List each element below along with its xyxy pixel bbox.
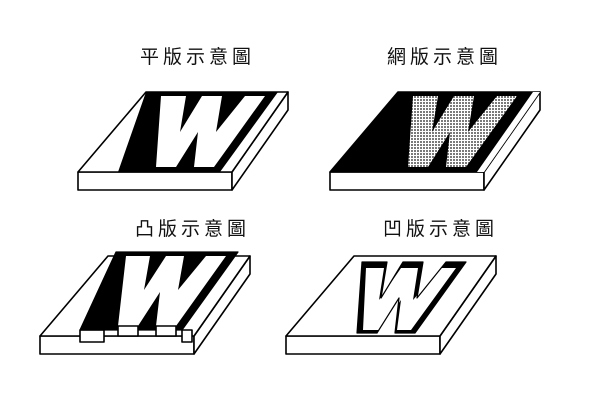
relief-wall xyxy=(79,329,105,343)
plate-planographic xyxy=(77,91,289,191)
letter-w-floor xyxy=(363,268,456,330)
letter-w xyxy=(156,96,265,167)
plate-margin xyxy=(477,92,540,172)
relief-wall xyxy=(181,329,193,343)
caption-screen: 網版示意圖 xyxy=(387,46,503,68)
caption-relief: 凸版示意圖 xyxy=(135,218,251,240)
plate-relief xyxy=(39,251,251,355)
plate-front-face xyxy=(329,171,485,191)
relief-stem xyxy=(117,325,139,337)
letter-w xyxy=(118,256,226,326)
plate-front-face xyxy=(77,171,233,191)
caption-intaglio: 凹版示意圖 xyxy=(383,218,499,240)
plate-intaglio xyxy=(285,255,497,355)
relief-stem xyxy=(155,325,177,337)
caption-planographic: 平版示意圖 xyxy=(140,46,256,68)
plate-front-face xyxy=(285,335,441,355)
letter-w-outline xyxy=(356,261,467,334)
letter-w-mesh xyxy=(408,96,517,167)
plate-front-face xyxy=(39,335,195,355)
plate-screen xyxy=(329,91,541,191)
